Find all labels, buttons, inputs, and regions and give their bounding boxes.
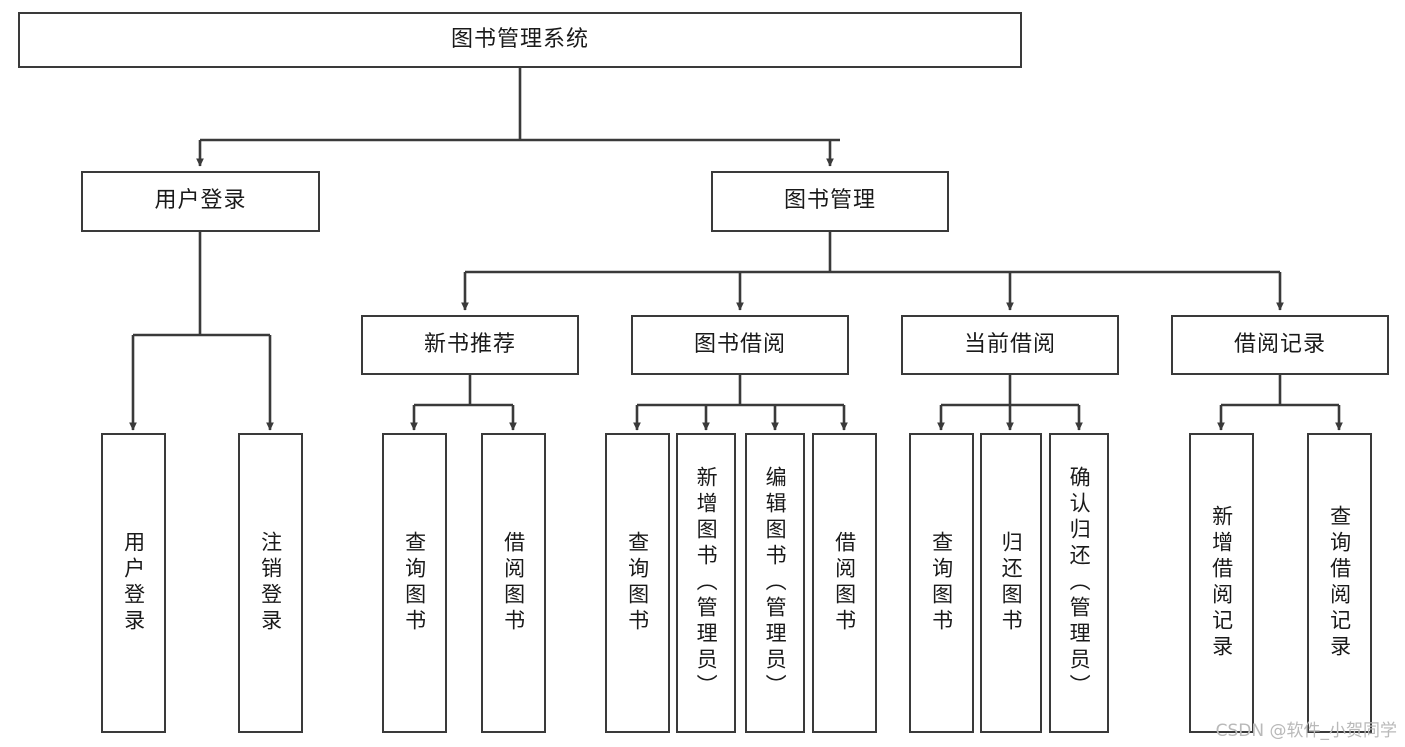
node-leaf-borrow-book-2-label: 借阅图书 — [832, 531, 857, 635]
node-leaf-query-book-2[interactable]: 查询图书 — [605, 433, 670, 733]
node-book-borrow[interactable]: 图书借阅 — [631, 315, 849, 375]
node-leaf-return-book-label: 归还图书 — [999, 531, 1024, 635]
node-book-borrow-label: 图书借阅 — [693, 331, 786, 357]
node-leaf-query-book-3-label: 查询图书 — [929, 531, 954, 635]
node-leaf-query-record[interactable]: 查询借阅记录 — [1307, 433, 1372, 733]
node-leaf-edit-book[interactable]: 编辑图书（管理员） — [745, 433, 805, 733]
node-leaf-add-record-label: 新增借阅记录 — [1209, 505, 1234, 661]
node-leaf-return-book[interactable]: 归还图书 — [980, 433, 1042, 733]
node-leaf-add-book[interactable]: 新增图书（管理员） — [676, 433, 736, 733]
node-leaf-borrow-book-1[interactable]: 借阅图书 — [481, 433, 546, 733]
node-leaf-edit-book-label: 编辑图书（管理员） — [763, 466, 788, 700]
node-leaf-add-record[interactable]: 新增借阅记录 — [1189, 433, 1254, 733]
node-current-borrow-label: 当前借阅 — [963, 331, 1056, 357]
node-leaf-query-book-1-label: 查询图书 — [402, 531, 427, 635]
node-leaf-query-book-3[interactable]: 查询图书 — [909, 433, 974, 733]
node-leaf-confirm-return[interactable]: 确认归还（管理员） — [1049, 433, 1109, 733]
node-leaf-query-record-label: 查询借阅记录 — [1327, 505, 1352, 661]
node-leaf-add-book-label: 新增图书（管理员） — [694, 466, 719, 700]
csdn-watermark: CSDN @软件_小贺同学 — [1215, 721, 1397, 741]
node-leaf-borrow-book-2[interactable]: 借阅图书 — [812, 433, 877, 733]
node-leaf-query-book-1[interactable]: 查询图书 — [382, 433, 447, 733]
node-root[interactable]: 图书管理系统 — [18, 12, 1022, 68]
node-root-label: 图书管理系统 — [450, 26, 589, 52]
node-user-login-label: 用户登录 — [154, 188, 247, 214]
node-leaf-borrow-book-1-label: 借阅图书 — [501, 531, 526, 635]
node-leaf-confirm-return-label: 确认归还（管理员） — [1067, 466, 1092, 700]
node-leaf-logout-login-label: 注销登录 — [258, 531, 283, 635]
node-leaf-user-login[interactable]: 用户登录 — [101, 433, 166, 733]
node-book-manage[interactable]: 图书管理 — [711, 171, 949, 232]
node-leaf-query-book-2-label: 查询图书 — [625, 531, 650, 635]
node-borrow-record-label: 借阅记录 — [1233, 331, 1326, 357]
node-leaf-user-login-label: 用户登录 — [121, 531, 146, 635]
node-book-manage-label: 图书管理 — [783, 188, 876, 214]
node-new-book-recommend-label: 新书推荐 — [423, 331, 516, 357]
node-new-book-recommend[interactable]: 新书推荐 — [361, 315, 579, 375]
node-leaf-logout-login[interactable]: 注销登录 — [238, 433, 303, 733]
node-user-login[interactable]: 用户登录 — [81, 171, 320, 232]
node-current-borrow[interactable]: 当前借阅 — [901, 315, 1119, 375]
node-borrow-record[interactable]: 借阅记录 — [1171, 315, 1389, 375]
